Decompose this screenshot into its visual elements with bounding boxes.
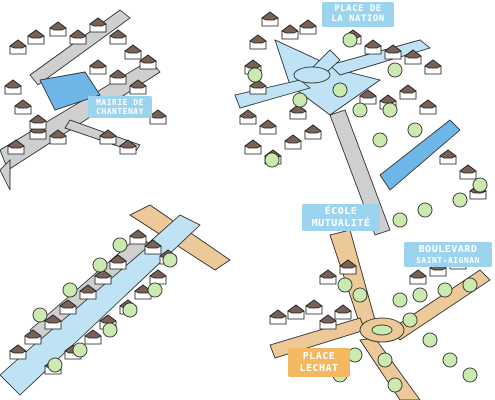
label-line: PLACE DE <box>334 4 382 14</box>
label-line: LECHAT <box>299 362 339 374</box>
label-line: MUTUALITÉ <box>311 217 371 229</box>
panel-bottom-left-map <box>0 204 231 396</box>
label-ecole-mutualite: ÉCOLE MUTUALITÉ <box>302 204 380 231</box>
label-boulevard-saint-aignan: BOULEVARD SAINT-AIGNAN <box>404 242 492 267</box>
label-line: SAINT-AIGNAN <box>416 255 480 265</box>
panel-top-right-map <box>234 11 488 236</box>
panel-top-left-map <box>0 9 167 191</box>
label-place-lechat: PLACE LECHAT <box>288 348 350 377</box>
label-place-de-la-nation: PLACE DE LA NATION <box>322 2 394 27</box>
mairie-building <box>39 71 101 111</box>
label-line: ÉCOLE <box>324 206 358 217</box>
label-line: LA NATION <box>331 14 385 25</box>
label-line: PLACE <box>302 351 336 362</box>
label-line: BOULEVARD <box>418 244 478 255</box>
label-line: MAIRIE DE <box>96 98 144 107</box>
label-mairie-de-chantenay: MAIRIE DE CHANTENAY <box>88 96 152 119</box>
label-line: CHANTENAY <box>96 107 144 117</box>
